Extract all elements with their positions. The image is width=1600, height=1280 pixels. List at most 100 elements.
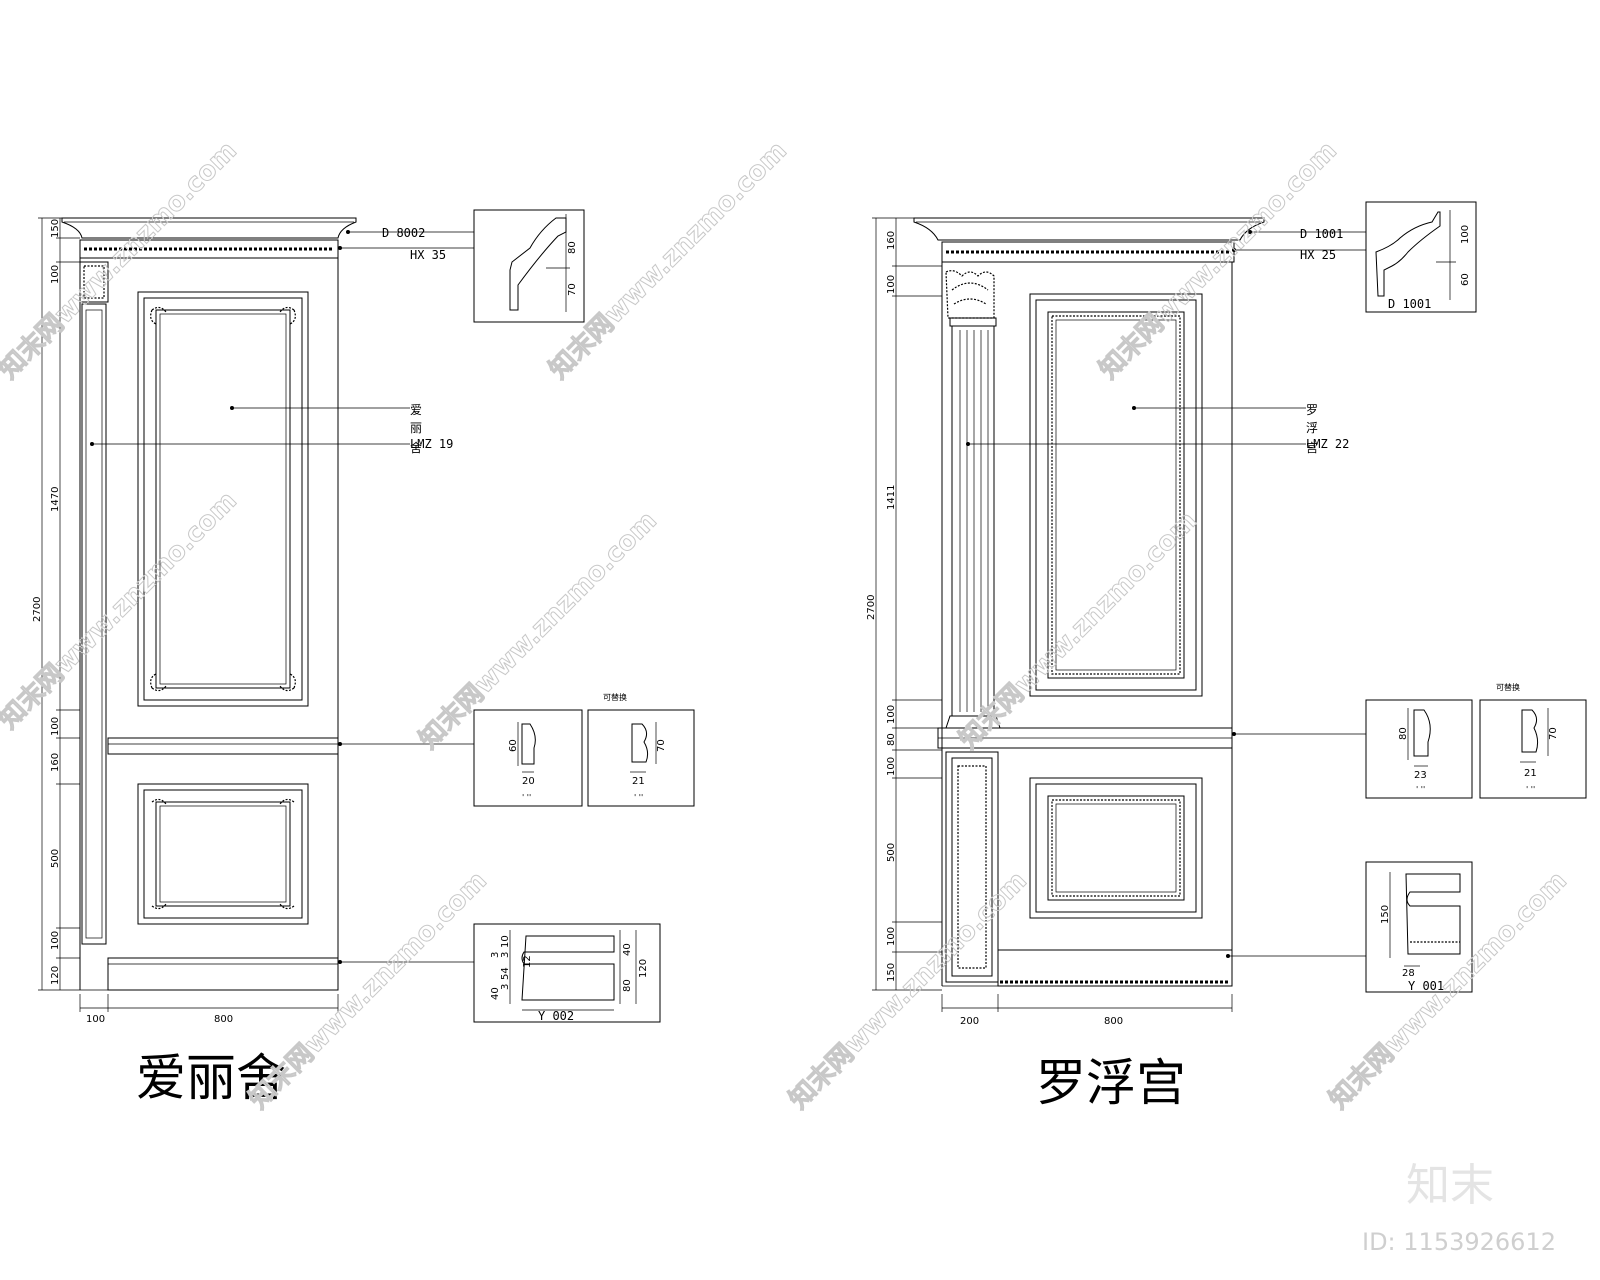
left-panel-char1: 爱 — [410, 403, 422, 417]
right-dim-h1: 100 — [886, 275, 897, 294]
left-base-ldim5: 3 — [500, 984, 511, 990]
right-cornice — [913, 217, 1265, 241]
left-alt-dim0: 70 — [656, 739, 667, 752]
right-base-dim0: 150 — [1380, 905, 1391, 924]
right-capital — [945, 270, 995, 319]
left-alt-dim1: 21 — [632, 776, 645, 787]
image-id-label: ID: 1153926612 — [1362, 1228, 1556, 1256]
left-base-rdim2: 120 — [638, 959, 649, 978]
right-alt-dim0: 70 — [1548, 727, 1559, 740]
right-chair-dim0: 80 — [1398, 727, 1409, 740]
right-dim-h4: 100 — [886, 705, 897, 724]
left-alt-heading: 可替换 — [603, 692, 627, 702]
watermark-layer: 知末网www.znzmo.com 知末网www.znzmo.com 知末网www… — [0, 135, 1573, 1115]
left-dim-h7: 100 — [50, 931, 61, 950]
right-dim-h5: 80 — [886, 733, 897, 746]
watermark-1: 知末网www.znzmo.com — [0, 136, 243, 385]
left-dim-w1: 800 — [214, 1014, 233, 1025]
right-panel-char2: 浮 — [1306, 421, 1318, 435]
right-chair-dim1: 23 — [1414, 770, 1427, 781]
left-dim-h5: 160 — [50, 753, 61, 772]
right-dim-h9: 150 — [886, 963, 897, 982]
watermark-8: 知末网www.znzmo.com — [784, 866, 1033, 1115]
right-detail-cornice: 100 60 D 1001 — [1365, 201, 1477, 313]
right-dim-h6: 100 — [886, 757, 897, 776]
left-frieze — [79, 239, 339, 259]
left-elevation: 150 100 1470 2700 100 160 500 100 120 10… — [32, 217, 474, 1107]
left-panel-char2: 丽 — [410, 421, 422, 435]
right-top-dim0: 100 — [1460, 225, 1471, 244]
right-dim-h7: 500 — [886, 843, 897, 862]
left-dim-h4: 100 — [50, 717, 61, 736]
left-dim-h6: 500 — [50, 849, 61, 868]
right-callout-cornice: D 1001 — [1300, 227, 1343, 241]
left-base-rdim0: 40 — [622, 943, 633, 956]
right-chair-caption: ' '' — [1416, 785, 1425, 794]
left-base-ldim3: 12 — [522, 955, 533, 968]
left-dim-h2: 1470 — [50, 487, 61, 512]
right-panel-char3: 宫 — [1306, 440, 1318, 455]
left-detail-cornice: 80 70 — [473, 209, 585, 323]
right-dim-h0: 160 — [886, 231, 897, 250]
left-base-rdim1: 80 — [622, 979, 633, 992]
left-chair-caption: ' '' — [522, 793, 531, 802]
watermark-5: 知末网www.znzmo.com — [414, 506, 663, 755]
left-chair-dim1: 20 — [522, 776, 535, 787]
left-base-caption: Y 002 — [538, 1009, 574, 1023]
left-base-ldim6: 40 — [490, 987, 501, 1000]
right-callout-pilaster: LMZ 22 — [1306, 437, 1349, 451]
right-upper-panel — [1029, 293, 1203, 697]
right-panel-char1: 罗 — [1306, 403, 1318, 417]
left-base-ldim4: 54 — [500, 967, 511, 980]
right-top-caption: D 1001 — [1388, 297, 1431, 311]
right-dim-w1: 800 — [1104, 1016, 1123, 1027]
left-dim-h8: 120 — [50, 966, 61, 985]
left-dim-w0: 100 — [86, 1014, 105, 1025]
watermark-9: 知末网www.znzmo.com — [1324, 866, 1573, 1115]
left-base-ldim2: 3 — [490, 952, 501, 958]
left-dim-h0: 150 — [50, 219, 61, 238]
left-detail-alt: 可替换 70 21 ' '' — [587, 692, 695, 807]
right-dim-w0: 200 — [960, 1016, 979, 1027]
left-dim-h1: 100 — [50, 265, 61, 284]
right-detail-base: 150 28 Y 001 — [1365, 861, 1473, 993]
left-lower-panel — [137, 783, 309, 925]
watermark-2: 知末网www.znzmo.com — [544, 136, 793, 385]
left-cornice — [61, 217, 357, 239]
right-detail-alt: 可替换 70 21 ' '' — [1479, 682, 1587, 799]
left-skirting — [107, 957, 339, 991]
right-callout-frieze: HX 25 — [1300, 248, 1336, 262]
left-detail-chair: 60 20 ' '' — [473, 709, 583, 807]
watermark-6: 知末网www.znzmo.com — [954, 506, 1203, 755]
right-dim-h2: 1411 — [886, 485, 897, 510]
left-base-ldim0: 10 — [500, 935, 511, 948]
brand-logo: 知末 — [1406, 1160, 1494, 1211]
left-rosette — [83, 265, 105, 299]
right-alt-caption: ' '' — [1526, 785, 1535, 794]
left-callout-cornice: D 8002 — [382, 226, 425, 240]
left-title: 爱丽舍 — [136, 1049, 286, 1107]
right-alt-dim1: 21 — [1524, 768, 1537, 779]
left-upper-panel — [137, 291, 309, 707]
right-base-caption: Y 001 — [1408, 979, 1444, 993]
right-dim-h3: 2700 — [866, 595, 877, 620]
left-base-ldim1: 3 — [500, 952, 511, 958]
right-elevation: 160 100 1411 2700 100 80 100 500 100 150… — [866, 217, 1366, 1112]
left-callout-pilaster: LMZ 19 — [410, 437, 453, 451]
left-top-dim0: 80 — [567, 241, 578, 254]
left-detail-base: 10 3 3 12 54 3 40 40 80 120 Y 002 — [473, 923, 661, 1023]
left-panel-char3: 舍 — [410, 440, 422, 455]
left-chair-dim0: 60 — [508, 739, 519, 752]
left-alt-caption: ' '' — [634, 793, 643, 802]
right-top-dim1: 60 — [1460, 273, 1471, 286]
right-alt-heading: 可替换 — [1496, 682, 1520, 692]
left-top-dim1: 70 — [567, 283, 578, 296]
left-dim-h3: 2700 — [32, 597, 43, 622]
left-pilaster — [81, 303, 107, 945]
left-chair-rail — [107, 737, 339, 755]
right-dim-h8: 100 — [886, 927, 897, 946]
right-title: 罗浮宫 — [1036, 1054, 1186, 1112]
right-base-dim1: 28 — [1402, 968, 1415, 979]
